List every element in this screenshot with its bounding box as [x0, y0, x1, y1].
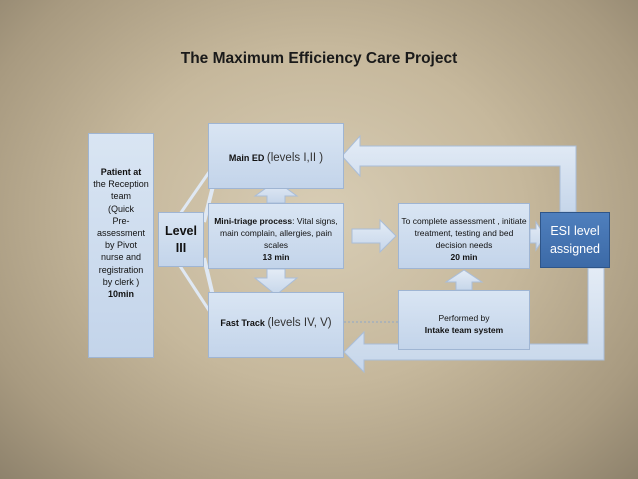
main-ed-levels: (levels I,II ) [266, 152, 324, 164]
patient-line: team [110, 191, 131, 202]
patient-line: (Quick [107, 203, 134, 214]
main-ed-label: Main ED [228, 153, 265, 163]
fan-line-to-fast-track [202, 257, 215, 297]
return-arrow-to-main-ed [341, 134, 577, 213]
level-line2: III [175, 241, 187, 255]
patient-line: the Reception [93, 179, 149, 190]
esi-line1: ESI level [550, 224, 600, 238]
patient-line: nurse and [100, 252, 142, 263]
assessment-box: To complete assessment , initiate treatm… [398, 203, 530, 269]
fast-track-box: Fast Track (levels IV, V) [208, 292, 344, 358]
patient-time: 10min [107, 289, 134, 300]
page-title: The Maximum Efficiency Care Project [180, 50, 458, 67]
fast-track-levels: (levels IV, V) [267, 317, 332, 329]
arrow-triage-to-fast-track [253, 268, 299, 296]
patient-line: Pre- [112, 215, 130, 226]
performed-line2: Intake team system [424, 325, 504, 335]
assessment-text: To complete assessment , initiate treatm… [401, 216, 527, 250]
patient-line: by Pivot [104, 240, 137, 251]
patient-reception-box: Patient at the Reception team (Quick Pre… [88, 133, 154, 358]
performed-line1: Performed by [438, 313, 490, 323]
patient-line: Patient at [100, 167, 142, 177]
patient-line: assessment [96, 228, 146, 239]
mini-triage-label: Mini-triage process [214, 216, 293, 226]
level-box: Level III [158, 212, 204, 267]
mini-triage-box: Mini-triage process: Vital signs, main c… [208, 203, 344, 269]
mini-triage-time: 13 min [262, 252, 290, 262]
arrow-performed-to-assessment [444, 269, 484, 291]
mini-triage-detail: : Vital signs, main complain, allergies,… [220, 216, 338, 250]
main-ed-box: Main ED (levels I,II ) [208, 123, 344, 189]
performed-box: Performed by Intake team system [398, 290, 530, 350]
level-line1: Level [165, 224, 197, 238]
assessment-time: 20 min [450, 252, 478, 262]
esi-line2: assigned [549, 242, 601, 256]
arrow-triage-to-assessment [351, 218, 397, 254]
patient-line: by clerk ) [102, 276, 140, 287]
patient-line: registration [98, 264, 144, 275]
fast-track-label: Fast Track [220, 318, 265, 328]
esi-box: ESI level assigned [540, 212, 610, 268]
